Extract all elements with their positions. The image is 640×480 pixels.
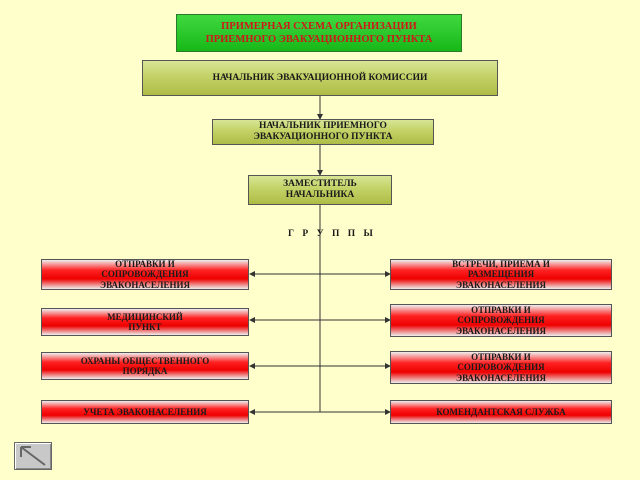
group-right-3: ОТПРАВКИ И СОПРОВОЖДЕНИЯ ЭВАКОНАСЕЛЕНИЯ (390, 351, 612, 384)
group-left-4: УЧЕТА ЭВАКОНАСЕЛЕНИЯ (41, 400, 249, 424)
commission-head-box: НАЧАЛЬНИК ЭВАКУАЦИОННОЙ КОМИССИИ (142, 60, 498, 96)
deputy-box: ЗАМЕСТИТЕЛЬ НАЧАЛЬНИКА (248, 175, 392, 205)
group-right-1: ВСТРЕЧИ, ПРИЕМА И РАЗМЕЩЕНИЯ ЭВАКОНАСЕЛЕ… (390, 259, 612, 290)
group-left-3: ОХРАНЫ ОБЩЕСТВЕННОГО ПОРЯДКА (41, 352, 249, 380)
group-right-2: ОТПРАВКИ И СОПРОВОЖДЕНИЯ ЭВАКОНАСЕЛЕНИЯ (390, 304, 612, 337)
group-left-2: МЕДИЦИНСКИЙ ПУНКТ (41, 308, 249, 336)
back-nav-button[interactable] (14, 442, 52, 470)
back-arrow-icon (20, 446, 46, 466)
group-right-4: КОМЕНДАНТСКАЯ СЛУЖБА (390, 400, 612, 424)
diagram-title: ПРИМЕРНАЯ СХЕМА ОРГАНИЗАЦИИ ПРИЕМНОГО ЭВ… (176, 14, 462, 52)
group-left-1: ОТПРАВКИ И СОПРОВОЖДЕНИЯ ЭВАКОНАСЕЛЕНИЯ (41, 259, 249, 290)
point-head-box: НАЧАЛЬНИК ПРИЕМНОГО ЭВАКУАЦИОННОГО ПУНКТ… (212, 119, 434, 145)
groups-label: Г Р У П П Ы (288, 229, 376, 239)
